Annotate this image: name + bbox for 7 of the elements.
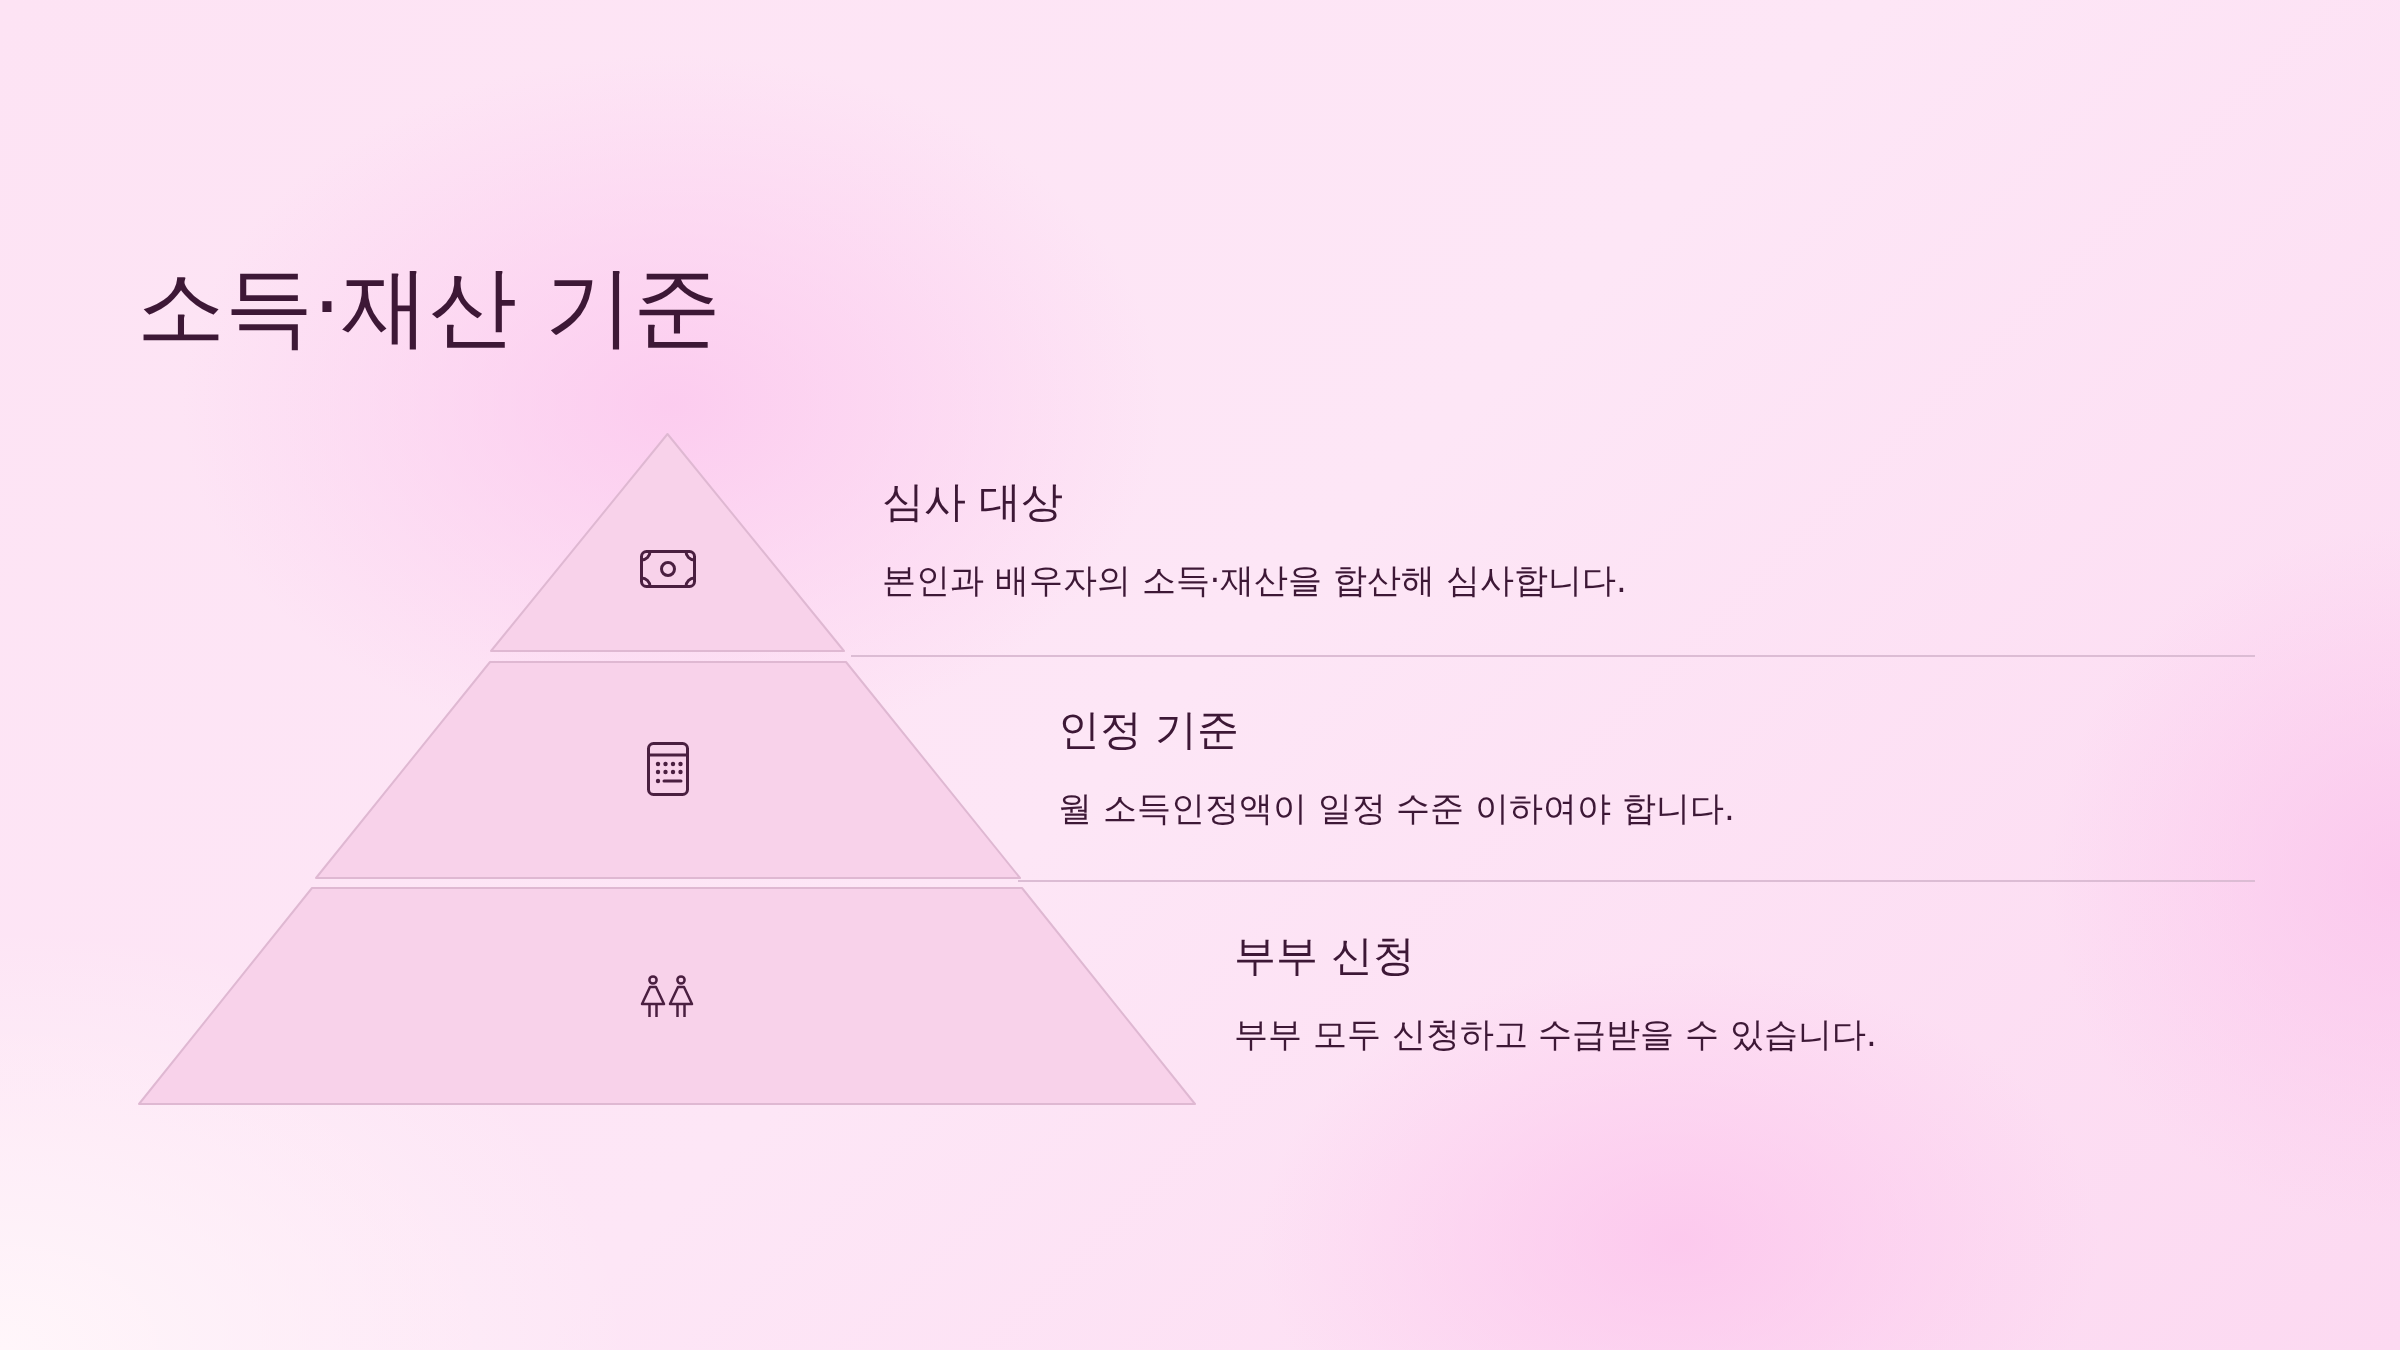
tier-description: 부부 모두 신청하고 수급받을 수 있습니다.: [1234, 1014, 1877, 1055]
title: 소득·재산 기준: [137, 254, 721, 360]
tier-heading: 인정 기준: [1058, 705, 1240, 755]
tier-description: 월 소득인정액이 일정 수준 이하여야 합니다.: [1058, 788, 1735, 829]
tier-heading: 부부 신청: [1234, 931, 1416, 981]
tier-heading: 심사 대상: [882, 477, 1064, 527]
tier-description: 본인과 배우자의 소득·재산을 합산해 심사합니다.: [882, 560, 1627, 601]
